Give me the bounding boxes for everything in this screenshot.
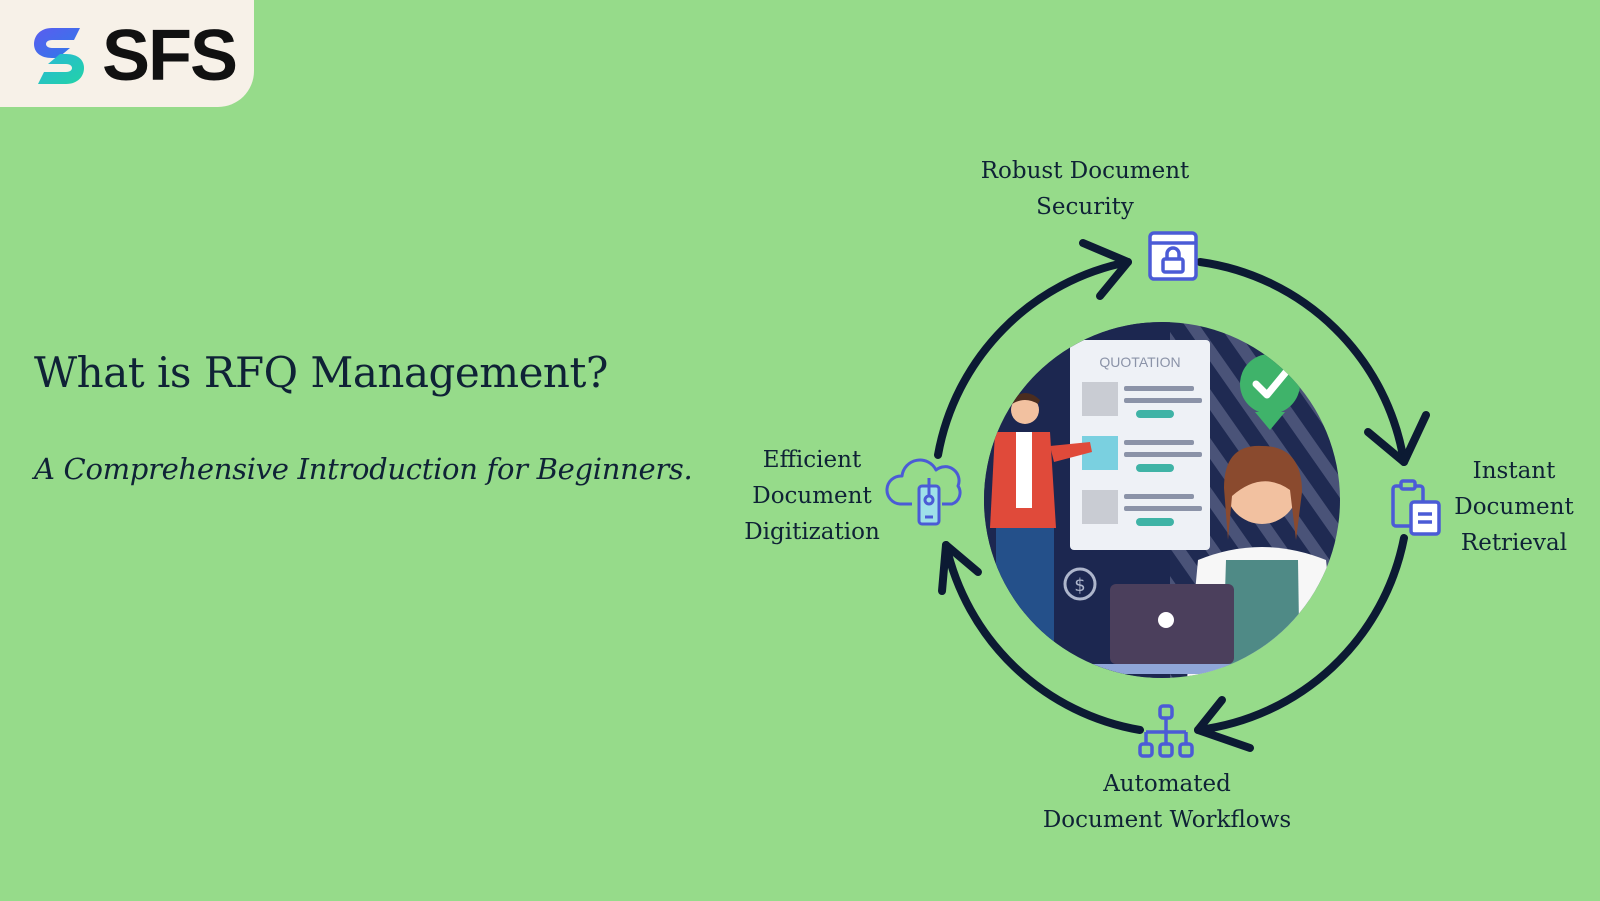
cycle-arrowhead-bottom-left (938, 541, 982, 595)
cycle-arrow-bottom-left (942, 541, 1144, 734)
logo-card: SFS (0, 0, 254, 107)
sfs-logo-mark-icon (34, 28, 84, 84)
lock-window-icon (1148, 231, 1198, 281)
clipboard-document-icon (1391, 479, 1441, 536)
quotation-document: QUOTATION (1070, 340, 1210, 550)
cycle-arrowhead-top-right (1364, 411, 1430, 466)
page-subtitle: A Comprehensive Introduction for Beginne… (34, 452, 693, 486)
cycle-arrowhead-top-left (1079, 239, 1132, 300)
workflow-hierarchy-icon (1138, 704, 1194, 758)
node-label-efficient-document-digitization: Efficient Document Digitization (744, 447, 880, 545)
node-label-automated-document-workflows: Automated Document Workflows (1042, 771, 1292, 833)
woman-with-laptop-figure (1080, 445, 1340, 678)
svg-text:$: $ (1074, 575, 1085, 596)
cycle-arrowhead-bottom-right (1194, 696, 1254, 752)
rfq-illustration: QUOTATION (984, 322, 1340, 678)
cycle-arrow-top-right (1196, 258, 1408, 466)
cloud-upload-phone-icon (885, 458, 962, 526)
brand-name: SFS (102, 16, 238, 96)
cycle-arrow-top-left (934, 258, 1132, 459)
dollar-coin-icon: $ (1063, 567, 1097, 601)
page-title: What is RFQ Management? (34, 348, 608, 397)
quotation-heading: QUOTATION (1099, 354, 1180, 370)
cycle-arrow-bottom-right (1194, 534, 1408, 734)
node-label-instant-document-retrieval: Instant Document Retrieval (1454, 458, 1574, 556)
node-label-robust-document-security: Robust Document Security (980, 158, 1190, 220)
